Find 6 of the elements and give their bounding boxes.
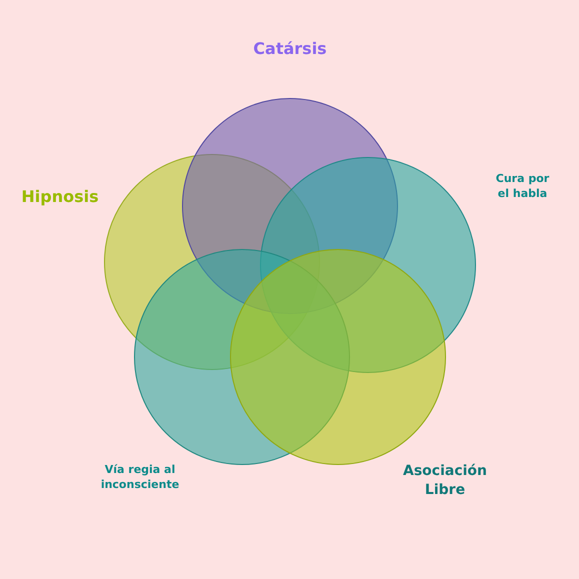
circle-label: Catársis xyxy=(252,38,328,60)
circle-label: Cura por el habla xyxy=(495,172,550,202)
circle-label: Hipnosis xyxy=(20,186,100,208)
circle-label: Vía regia al inconsciente xyxy=(100,463,180,493)
circle-label: Asociación Libre xyxy=(402,462,488,500)
venn-circle xyxy=(230,249,446,465)
